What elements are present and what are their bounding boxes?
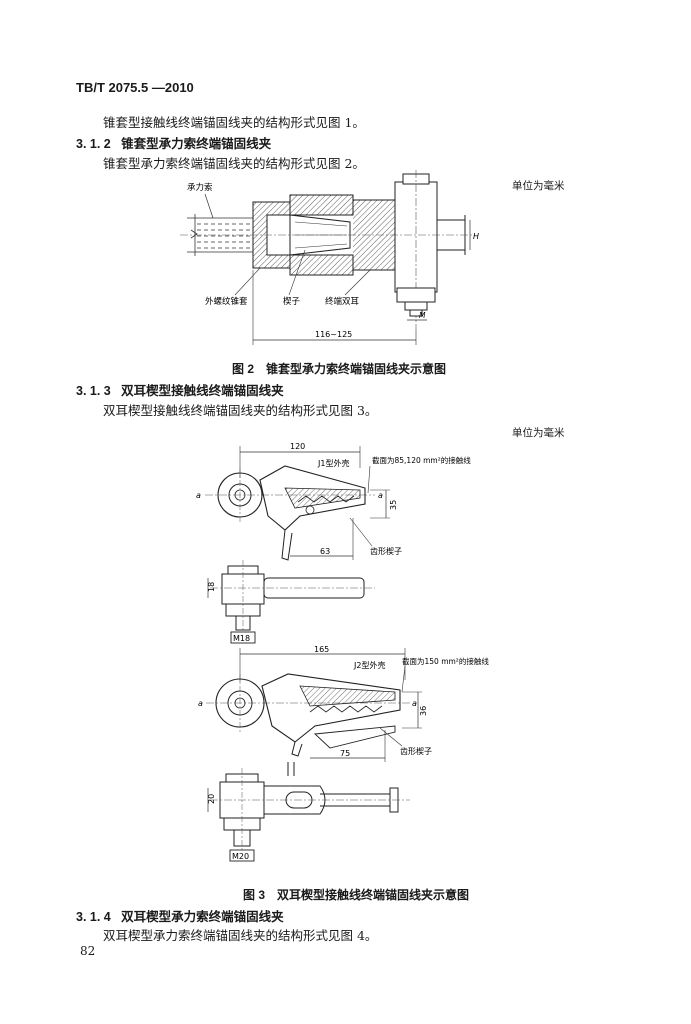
section-title: 锥套型承力索终端锚固线夹	[121, 137, 272, 151]
label-j1-shell: J1型外壳	[317, 458, 349, 468]
section-number: 3. 1. 3	[76, 384, 111, 398]
dim-h: H	[473, 232, 479, 241]
label-double-ear: 终端双耳	[325, 296, 360, 307]
section-3-1-3: 3. 1. 3 双耳楔型接触线终端锚固线夹	[76, 380, 284, 399]
dim-36: 36	[419, 706, 428, 716]
axis-a-right: a	[412, 699, 417, 708]
cable-strands	[187, 214, 253, 256]
label-wedge: 楔子	[283, 296, 301, 307]
figure3-upper-drawing: 120 J1型外壳 截面为85,120 mm²的接触线 a a 35 63 齿形…	[196, 442, 471, 644]
figure3-lower-drawing: 165 J2型外壳 截面为150 mm²的接触线 a a 36 75 齿形楔子 …	[198, 645, 489, 862]
dim-35: 35	[389, 500, 398, 510]
section-number: 3. 1. 2	[76, 137, 111, 151]
section-3-1-4: 3. 1. 4 双耳楔型承力索终端锚固线夹	[76, 906, 284, 925]
bolt-m18: M18	[233, 634, 250, 643]
label-j1-tooth-wedge: 齿形楔子	[370, 546, 402, 556]
label-j1-wire: 截面为85,120 mm²的接触线	[372, 455, 471, 465]
dim-63: 63	[320, 547, 330, 556]
dim-m: M	[419, 311, 426, 320]
bolt-bottom-view	[396, 287, 436, 317]
figure2-drawing: 承力索 H	[180, 170, 479, 345]
paragraph-fig2-ref: 锥套型承力索终端锚固线夹的结构形式见图 2。	[103, 156, 365, 171]
dim-20: 20	[207, 794, 216, 804]
label-j2-tooth-wedge: 齿形楔子	[400, 746, 432, 756]
dim-18: 18	[207, 582, 216, 592]
label-j2-wire: 截面为150 mm²的接触线	[402, 656, 489, 666]
unit-note-fig3: 单位为毫米	[512, 427, 565, 439]
paragraph-fig4-ref: 双耳楔型承力索终端锚固线夹的结构形式见图 4。	[103, 928, 378, 943]
dim-length: 116~125	[315, 330, 352, 339]
j2-side-view	[219, 773, 399, 847]
j1-side-view	[221, 565, 365, 631]
standard-code: TB/T 2075.5 —2010	[76, 80, 194, 95]
paragraph-fig1-ref: 锥套型接触线终端锚固线夹的结构形式见图 1。	[103, 115, 365, 130]
dim-120: 120	[290, 442, 305, 451]
bolt-m20: M20	[232, 852, 249, 861]
dim-75: 75	[340, 749, 350, 758]
section-title: 双耳楔型承力索终端锚固线夹	[121, 910, 284, 924]
section-title: 双耳楔型接触线终端锚固线夹	[121, 384, 284, 398]
section-number: 3. 1. 4	[76, 910, 111, 924]
dim-165: 165	[314, 645, 329, 654]
axis-a-right: a	[378, 491, 383, 500]
figure3-caption: 图 3 双耳楔型接触线终端锚固线夹示意图	[243, 888, 470, 902]
axis-a-left: a	[198, 699, 203, 708]
unit-note-fig2: 单位为毫米	[512, 180, 565, 192]
double-ear	[353, 173, 466, 301]
axis-a-left: a	[196, 491, 201, 500]
wedge	[289, 214, 351, 256]
section-3-1-2: 3. 1. 2 锥套型承力索终端锚固线夹	[76, 133, 271, 152]
page-number: 82	[80, 944, 96, 958]
outer-sleeve	[252, 194, 354, 276]
label-j2-shell: J2型外壳	[353, 660, 385, 670]
label-sleeve: 外螺纹锥套	[205, 296, 248, 307]
paragraph-fig3-ref: 双耳楔型接触线终端锚固线夹的结构形式见图 3。	[103, 403, 378, 418]
label-cable: 承力索	[187, 182, 213, 193]
figure2-caption: 图 2 锥套型承力索终端锚固线夹示意图	[232, 362, 447, 376]
